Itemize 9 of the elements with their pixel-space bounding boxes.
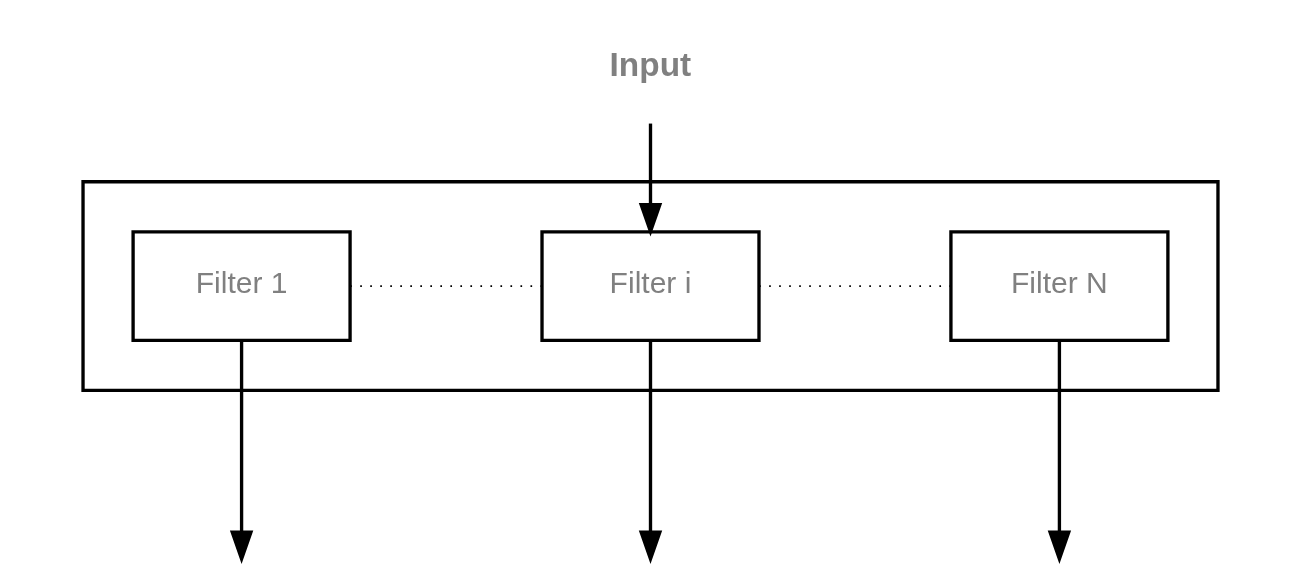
node-box: Filter i	[540, 230, 761, 342]
cluster	[81, 180, 1220, 393]
node-box: Filter N	[949, 230, 1170, 342]
arrow	[638, 340, 663, 564]
node-box: Filter 1	[131, 230, 352, 342]
arrow	[1047, 340, 1072, 564]
arrow	[229, 340, 254, 564]
arrow	[638, 123, 663, 237]
node-text: Input	[609, 45, 692, 83]
